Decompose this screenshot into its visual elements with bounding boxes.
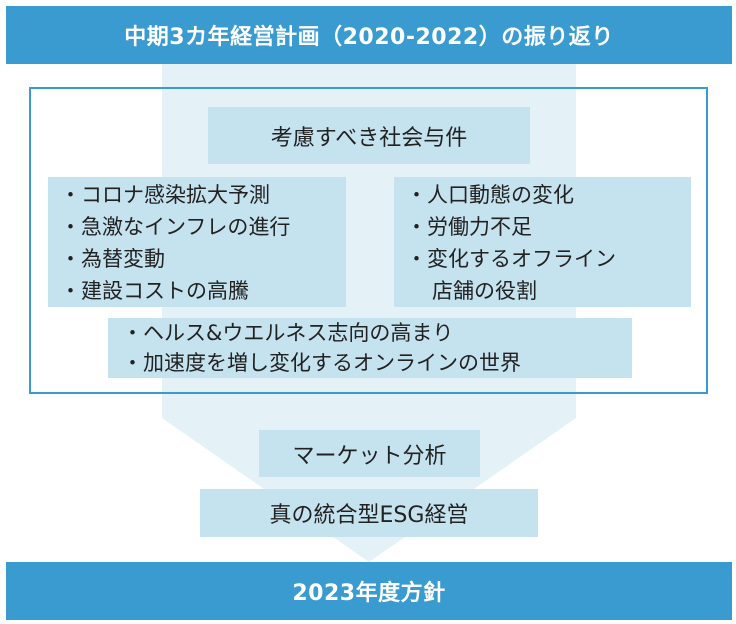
policy-footer: 2023年度方針 xyxy=(6,562,732,620)
footer-title: 2023年度方針 xyxy=(292,581,446,606)
list-item: ・建設コストの高騰 xyxy=(60,279,249,303)
esg-management-box: 真の統合型ESG経営 xyxy=(200,489,538,537)
list-item: ・為替変動 xyxy=(60,247,165,271)
list-item: ・ヘルス&ウエルネス志向の高まり xyxy=(122,321,454,345)
social-factors-left-list: ・コロナ感染拡大予測 ・急激なインフレの進行 ・為替変動 ・建設コストの高騰 xyxy=(60,179,346,307)
social-factors-bottom-list: ・ヘルス&ウエルネス志向の高まり ・加速度を増し変化するオンラインの世界 xyxy=(122,318,632,378)
market-analysis-box: マーケット分析 xyxy=(259,430,480,477)
social-factors-frame xyxy=(29,87,708,394)
list-item: 店舗の役割 xyxy=(432,279,537,303)
list-item: ・加速度を増し変化するオンラインの世界 xyxy=(122,351,521,375)
social-factors-right-box: ・人口動態の変化 ・労働力不足 ・変化するオフライン 店舗の役割 xyxy=(394,177,691,307)
list-item: ・変化するオフライン xyxy=(406,247,616,271)
market-analysis-label: マーケット分析 xyxy=(292,443,447,469)
esg-management-label: 真の統合型ESG経営 xyxy=(269,503,469,528)
list-item: ・急激なインフレの進行 xyxy=(60,215,291,239)
list-item: ・人口動態の変化 xyxy=(406,183,574,207)
social-factors-left-box: ・コロナ感染拡大予測 ・急激なインフレの進行 ・為替変動 ・建設コストの高騰 xyxy=(48,177,346,307)
social-factors-title: 考慮すべき社会与件 xyxy=(270,125,468,151)
list-item: ・コロナ感染拡大予測 xyxy=(60,183,270,207)
social-factors-bottom-box: ・ヘルス&ウエルネス志向の高まり ・加速度を増し変化するオンラインの世界 xyxy=(108,318,632,378)
plan-review-header: 中期3カ年経営計画（2020-2022）の振り返り xyxy=(6,6,732,64)
social-factors-right-list: ・人口動態の変化 ・労働力不足 ・変化するオフライン 店舗の役割 xyxy=(406,179,691,307)
social-factors-title-box: 考慮すべき社会与件 xyxy=(208,107,530,164)
header-title: 中期3カ年経営計画（2020-2022）の振り返り xyxy=(124,25,614,50)
list-item: ・労働力不足 xyxy=(406,215,532,239)
